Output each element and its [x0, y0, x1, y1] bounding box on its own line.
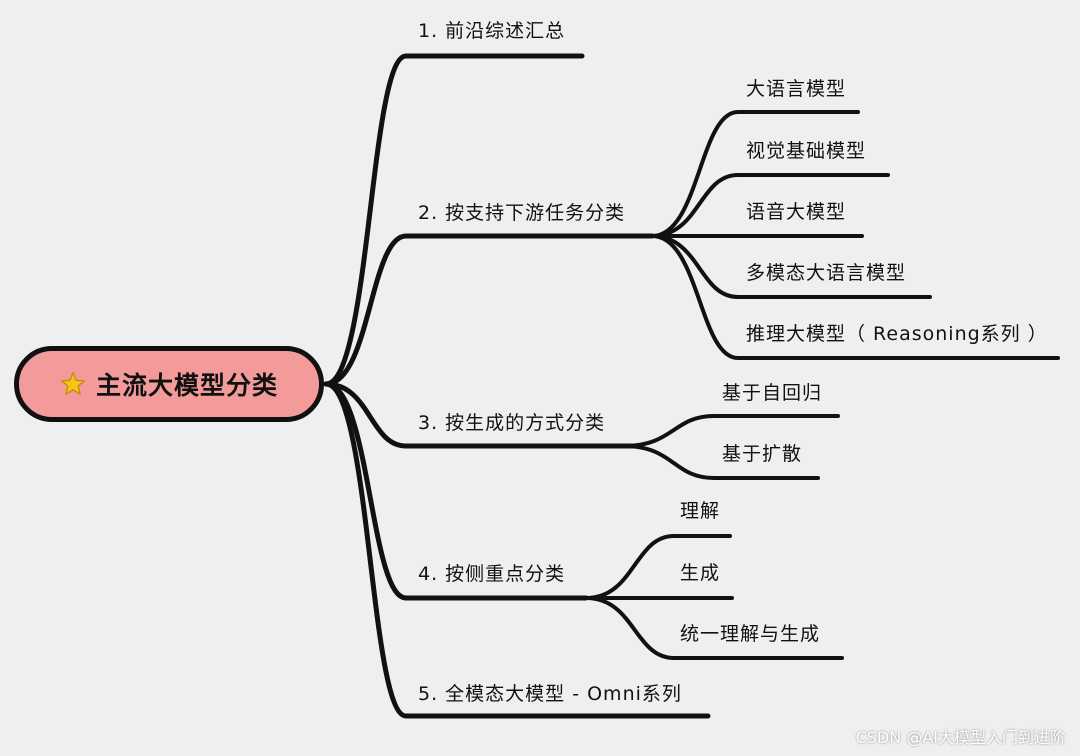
leaf-connector-2-1 [650, 110, 860, 238]
leaf-label-2-4[interactable]: 多模态大语言模型 [746, 262, 907, 284]
branch-label-4[interactable]: 4. 按侧重点分类 [418, 563, 566, 585]
leaf-connector-2-5 [650, 234, 1060, 360]
leaf-label-2-2[interactable]: 视觉基础模型 [746, 140, 867, 162]
branch-label-3[interactable]: 3. 按生成的方式分类 [418, 412, 606, 434]
branch-connector-2 [323, 233, 655, 387]
leaf-label-4-1[interactable]: 理解 [680, 500, 721, 522]
branch-label-5[interactable]: 5. 全模态大模型 - Omni系列 [418, 683, 682, 705]
branch-connector-1 [323, 53, 585, 387]
leaf-connector-4-1 [584, 534, 732, 600]
leaf-label-2-3[interactable]: 语音大模型 [746, 201, 847, 223]
leaf-connector-2-4 [650, 234, 932, 299]
watermark: CSDN @AI大模型入门到进阶 [855, 728, 1066, 747]
branch-connector-3 [323, 381, 637, 449]
leaf-connector-3-2 [622, 444, 820, 480]
leaf-connector-3-1 [622, 414, 840, 448]
root-label: 主流大模型分类 [95, 371, 278, 400]
leaf-connector-4-3 [584, 596, 844, 660]
root-node[interactable]: 主流大模型分类 [14, 346, 324, 422]
leaf-label-3-1[interactable]: 基于自回归 [722, 382, 823, 404]
leaf-label-4-2[interactable]: 生成 [680, 562, 721, 584]
branch-label-2[interactable]: 2. 按支持下游任务分类 [418, 202, 626, 224]
leaf-label-4-3[interactable]: 统一理解与生成 [680, 623, 821, 645]
leaf-label-2-1[interactable]: 大语言模型 [746, 78, 847, 100]
branch-label-1[interactable]: 1. 前沿综述汇总 [418, 20, 566, 42]
star-icon [60, 371, 86, 395]
branch-connector-5 [323, 381, 711, 719]
leaf-label-3-2[interactable]: 基于扩散 [722, 443, 803, 465]
leaf-connector-2-2 [650, 173, 890, 238]
leaf-label-2-5[interactable]: 推理大模型（ Reasoning系列 ） [746, 323, 1048, 345]
